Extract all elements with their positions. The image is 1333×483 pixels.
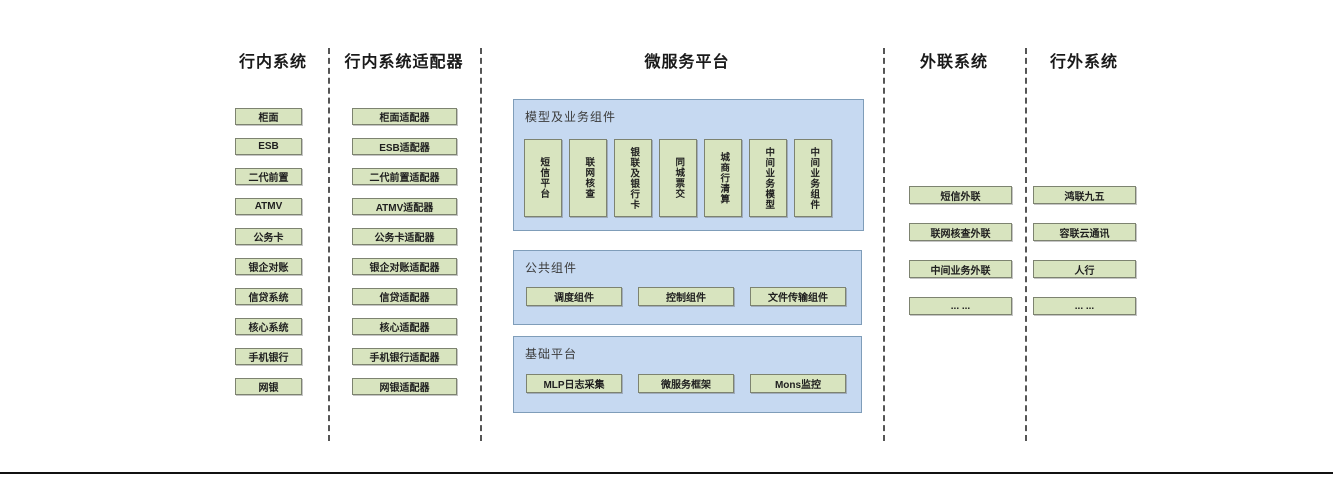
panel-title-model-business: 模型及业务组件 [525, 110, 617, 124]
business-component-box: 同城票交 [659, 139, 697, 217]
column-header-outside-systems: 行外系统 [1049, 54, 1118, 71]
internal-system-box: 信贷系统 [235, 288, 302, 305]
base-platform-box: MLP日志采集 [526, 374, 622, 393]
base-platform-list: MLP日志采集微服务框架 Mons监控 [526, 374, 846, 393]
internal-system-box: 手机银行 [235, 348, 302, 365]
internal-system-box: 二代前置 [235, 168, 302, 185]
outside-system-box: 容联云通讯 [1033, 223, 1136, 241]
internal-system-box: 柜面 [235, 108, 302, 125]
internal-system-box: 公务卡 [235, 228, 302, 245]
column-header-external-link-systems: 外联系统 [919, 54, 988, 71]
business-component-box: 城商行清算 [704, 139, 742, 217]
adapter-box: 银企对账适配器 [352, 258, 457, 275]
column-divider-2 [480, 48, 482, 441]
external-link-box: 联网核查外联 [909, 223, 1012, 241]
adapter-box: 柜面适配器 [352, 108, 457, 125]
business-component-box: 中间业务组件 [794, 139, 832, 217]
business-component-box: 银联及银行卡 [614, 139, 652, 217]
adapter-box: 信贷适配器 [352, 288, 457, 305]
internal-systems-list: 柜面 ESB 二代前置 ATMV 公务卡银企对账信贷系统核心系统手机银行网银 [235, 108, 302, 395]
common-components-list: 调度组件控制组件文件传输组件 [526, 287, 846, 306]
panel-base-platform: 基础平台 MLP日志采集微服务框架 Mons监控 [513, 336, 862, 413]
common-component-box: 控制组件 [638, 287, 734, 306]
internal-system-box: ATMV [235, 198, 302, 215]
adapter-box: 网银适配器 [352, 378, 457, 395]
adapter-box: ESB适配器 [352, 138, 457, 155]
external-link-box: ... ... [909, 297, 1012, 315]
common-component-box: 调度组件 [526, 287, 622, 306]
panel-title-common: 公共组件 [525, 261, 578, 275]
base-platform-box: 微服务框架 [638, 374, 734, 393]
external-link-box: 中间业务外联 [909, 260, 1012, 278]
outside-systems-list: 鸿联九五容联云通讯人行 ... ... [1033, 186, 1136, 315]
outside-system-box: 鸿联九五 [1033, 186, 1136, 204]
internal-system-box: 核心系统 [235, 318, 302, 335]
external-link-systems-list: 短信外联联网核查外联中间业务外联 ... ... [909, 186, 1012, 315]
column-divider-1 [328, 48, 330, 441]
internal-system-box: ESB [235, 138, 302, 155]
adapter-box: ATMV适配器 [352, 198, 457, 215]
adapter-box: 核心适配器 [352, 318, 457, 335]
column-header-internal-adapters: 行内系统适配器 [344, 54, 464, 71]
adapter-box: 手机银行适配器 [352, 348, 457, 365]
business-component-box: 短信平台 [524, 139, 562, 217]
bottom-rule [0, 472, 1333, 474]
panel-common-components: 公共组件 调度组件控制组件文件传输组件 [513, 250, 862, 325]
outside-system-box: 人行 [1033, 260, 1136, 278]
adapter-box: 二代前置适配器 [352, 168, 457, 185]
internal-system-box: 网银 [235, 378, 302, 395]
base-platform-box: Mons监控 [750, 374, 846, 393]
column-header-internal-systems: 行内系统 [238, 54, 307, 71]
external-link-box: 短信外联 [909, 186, 1012, 204]
internal-adapters-list: 柜面适配器 ESB适配器二代前置适配器 ATMV适配器公务卡适配器银企对账适配器信贷… [352, 108, 457, 395]
business-component-box: 联网核查 [569, 139, 607, 217]
internal-system-box: 银企对账 [235, 258, 302, 275]
adapter-box: 公务卡适配器 [352, 228, 457, 245]
column-header-microservice-platform: 微服务平台 [644, 54, 730, 71]
model-business-components-list: 短信平台联网核查银联及银行卡同城票交城商行清算中间业务模型中间业务组件 [524, 139, 832, 217]
panel-model-business-components: 模型及业务组件 短信平台联网核查银联及银行卡同城票交城商行清算中间业务模型中间业… [513, 99, 864, 231]
business-component-box: 中间业务模型 [749, 139, 787, 217]
outside-system-box: ... ... [1033, 297, 1136, 315]
panel-title-base: 基础平台 [525, 347, 578, 361]
common-component-box: 文件传输组件 [750, 287, 846, 306]
column-divider-3 [883, 48, 885, 441]
column-divider-4 [1025, 48, 1027, 441]
